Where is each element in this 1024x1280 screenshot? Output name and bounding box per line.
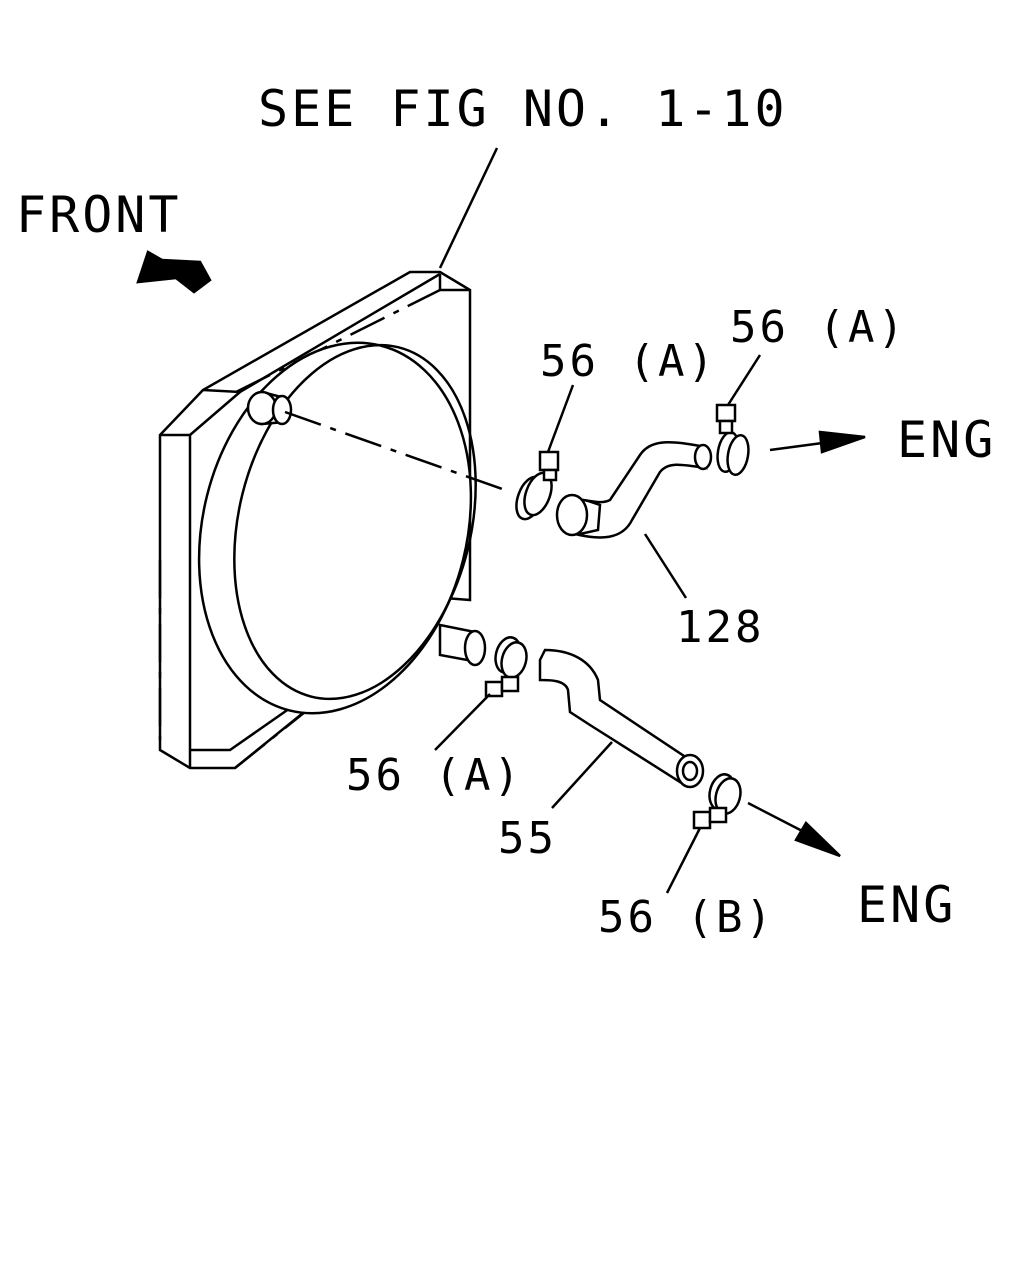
eng-arrow-lower-icon <box>747 801 841 858</box>
part-label-56b-lower-right: 56 (B) <box>598 892 775 943</box>
leader-lines <box>434 147 762 894</box>
part-label-128: 128 <box>676 602 764 653</box>
eng-label-upper: ENG <box>897 411 996 469</box>
part-label-56a-lower-left: 56 (A) <box>346 750 523 801</box>
eng-label-lower: ENG <box>857 876 956 934</box>
clamp-lower-left <box>484 636 528 698</box>
clamp-upper-left <box>515 450 560 521</box>
eng-arrow-upper-icon <box>769 430 866 454</box>
front-label: FRONT <box>16 186 182 244</box>
upper-hose <box>555 441 713 539</box>
part-label-55: 55 <box>498 813 557 864</box>
part-label-56a-upper-right: 56 (A) <box>730 302 907 353</box>
radiator-shroud <box>158 270 506 770</box>
see-fig-label: SEE FIG NO. 1-10 <box>258 80 788 138</box>
clamp-lower-right <box>692 773 742 830</box>
clamp-upper-right <box>715 403 750 477</box>
part-label-56a-upper-left: 56 (A) <box>540 336 717 387</box>
lower-hose <box>538 648 705 789</box>
front-arrow-icon <box>136 250 212 294</box>
